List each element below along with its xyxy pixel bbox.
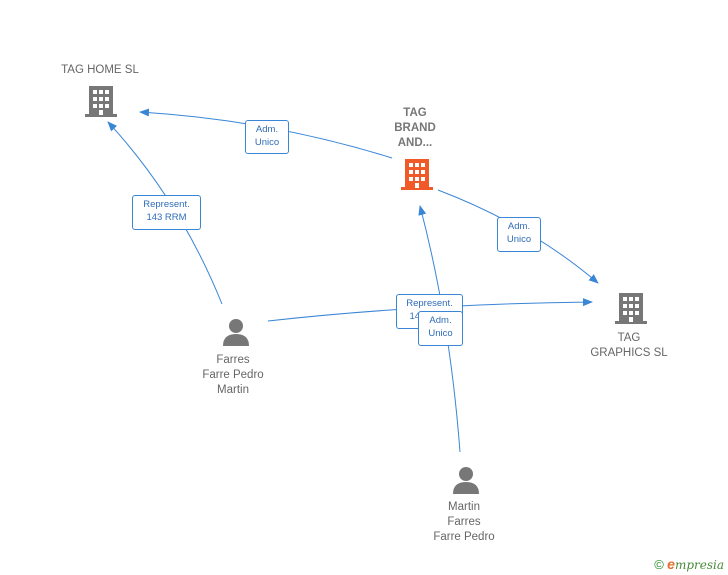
- edge-label-person1-to-home[interactable]: Represent. 143 RRM: [132, 195, 201, 230]
- company-label-tag-graphics[interactable]: TAG GRAPHICS SL: [590, 332, 668, 359]
- empresia-logo: © empresia: [654, 556, 724, 572]
- person-label-2[interactable]: Martin Farres Farre Pedro: [433, 501, 495, 543]
- edge-label-brand-to-graphics[interactable]: Adm. Unico: [497, 217, 541, 252]
- company-label-tag-brand[interactable]: TAG BRAND AND...: [394, 107, 436, 149]
- company-label-tag-home[interactable]: TAG HOME SL: [61, 64, 139, 76]
- building-icon[interactable]: [615, 291, 647, 325]
- copyright-symbol: ©: [654, 557, 664, 572]
- person-label-1[interactable]: Farres Farre Pedro Martin: [202, 354, 264, 396]
- edge-label-person2-to-brand[interactable]: Adm. Unico: [418, 311, 463, 346]
- building-icon[interactable]: [401, 157, 433, 191]
- brand-name: mpresia: [674, 558, 724, 572]
- edge-label-brand-to-home[interactable]: Adm. Unico: [245, 120, 289, 154]
- brand-initial: e: [667, 556, 675, 572]
- person-icon[interactable]: [221, 317, 251, 347]
- person-icon[interactable]: [451, 465, 481, 495]
- building-icon[interactable]: [85, 84, 117, 118]
